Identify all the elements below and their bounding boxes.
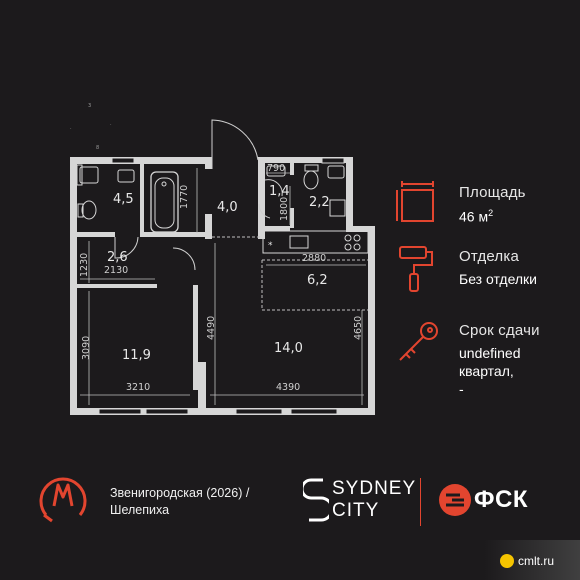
sydney-city-logo-icon: [303, 478, 329, 522]
dimension-label: 3210: [126, 382, 151, 393]
footer-divider: [420, 478, 421, 526]
dimension-label: 4650: [353, 315, 364, 340]
finish-value: Без отделки: [459, 271, 538, 287]
svg-text:·: ·: [110, 122, 112, 128]
room-area-bedroom: 11,9: [122, 348, 151, 363]
dimension-label: 1230: [79, 252, 90, 277]
dimension-label: 1770: [179, 184, 190, 209]
dimension-label: 1800: [279, 196, 290, 221]
metro-station: Звенигородская (2026) / Шелепиха: [110, 486, 250, 517]
area-value: 46 м2: [459, 208, 494, 225]
svg-text:*: *: [268, 241, 273, 251]
finish-label: Отделка: [459, 248, 520, 265]
metro-m-icon: [39, 477, 87, 523]
room-area-hall: 4,0: [217, 200, 238, 215]
paint-roller-icon: [399, 246, 433, 292]
watermark-icon: [500, 554, 514, 568]
dimension-label: 790: [267, 163, 286, 174]
brand-name: SYDNEY CITY: [332, 478, 417, 521]
key-icon: [399, 322, 438, 361]
dimension-label: 4490: [206, 315, 217, 340]
fsk-logo-icon: [439, 484, 471, 516]
room-area-bath2: 2,2: [309, 195, 330, 210]
room-area-closet: 2,6: [107, 250, 128, 265]
deadline-label: Срок сдачи: [459, 322, 540, 339]
dimension-label: 4390: [276, 382, 301, 393]
deadline-line1: undefined: [459, 345, 521, 361]
deadline-line2: квартал,: [459, 363, 514, 379]
floor-area-icon: [396, 181, 434, 222]
dimension-label: 3090: [81, 335, 92, 360]
svg-text:·: ·: [70, 126, 72, 132]
watermark[interactable]: cmlt.ru: [518, 554, 554, 568]
dimension-label: 2130: [104, 265, 129, 276]
developer-name: ФСК: [474, 486, 528, 513]
deadline-line3: -: [459, 381, 464, 397]
room-area-wc: 1,4: [269, 184, 290, 199]
area-label: Площадь: [459, 184, 526, 201]
room-area-bath: 4,5: [113, 192, 134, 207]
svg-text:3: 3: [88, 103, 91, 109]
dimension-label: 2880: [302, 253, 327, 264]
floor-plan: 3 · · 8: [70, 103, 375, 415]
room-area-kitchen: 6,2: [307, 273, 328, 288]
svg-text:8: 8: [96, 145, 99, 151]
room-area-living: 14,0: [274, 341, 303, 356]
